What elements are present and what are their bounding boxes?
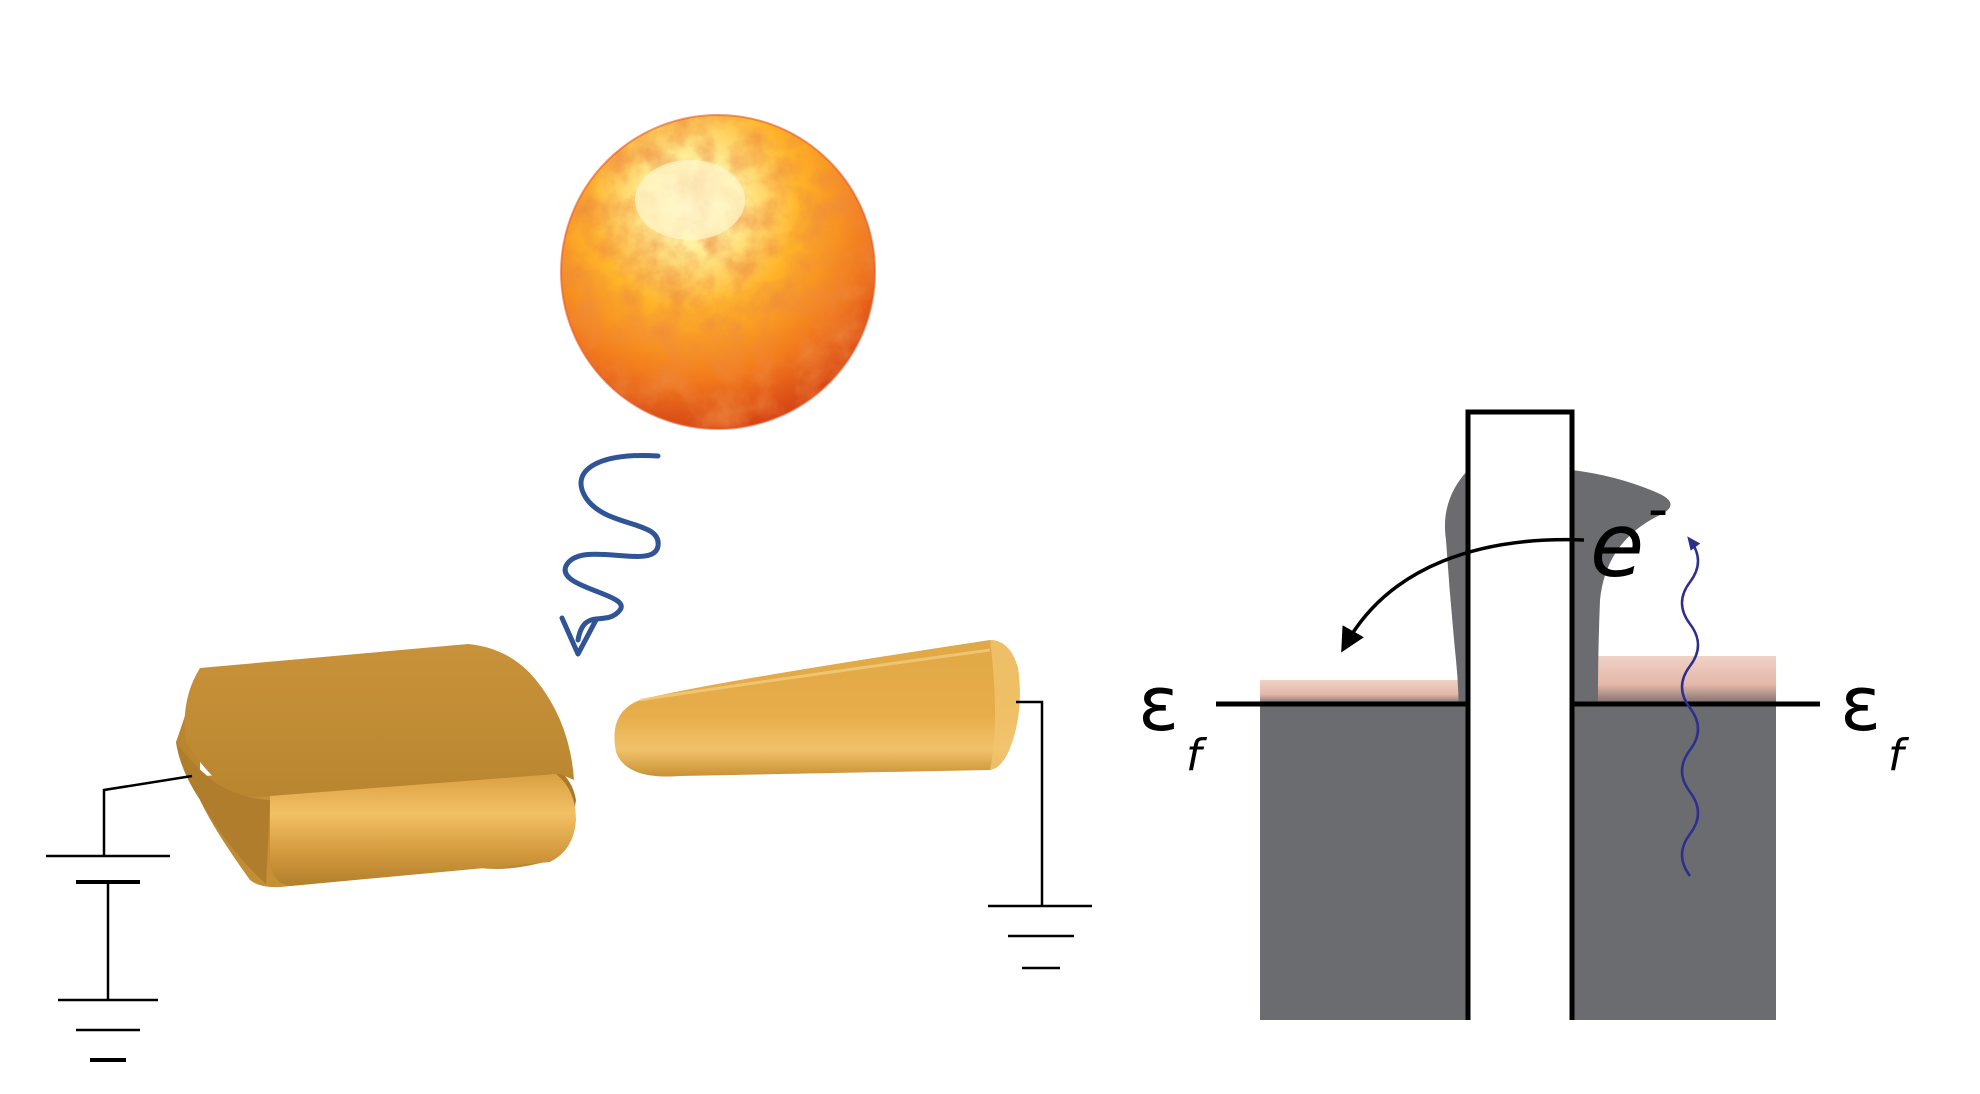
filled-states-left	[1260, 704, 1468, 1020]
right-panel: ε f ε f e -	[1138, 409, 1910, 1020]
wavy-arrow-icon	[1680, 536, 1701, 877]
left-electrode	[176, 644, 576, 888]
electron-label: e	[1590, 494, 1644, 597]
left-panel	[46, 114, 1092, 1062]
dos-lobe-left	[1440, 470, 1468, 928]
fermi-label-right-sub: f	[1888, 730, 1910, 781]
fermi-band-left	[1260, 680, 1468, 704]
fermi-label-left-sub: f	[1186, 730, 1208, 781]
ground-symbol-icon	[988, 904, 1092, 970]
fermi-label-right: ε	[1840, 659, 1881, 748]
battery-symbol-icon	[46, 854, 170, 1000]
ground-symbol-icon	[58, 998, 158, 1062]
tunneling-arrow	[1341, 537, 1585, 653]
tunnel-barrier-outline	[1465, 409, 1575, 1020]
tunnel-barrier	[1468, 412, 1572, 1020]
wavy-arrow-icon	[559, 452, 661, 657]
electron-label-sup: -	[1648, 477, 1668, 542]
tip-electrode	[614, 640, 1020, 777]
right-circuit	[988, 700, 1092, 970]
fermi-label-left: ε	[1138, 659, 1179, 748]
fermi-band-right	[1572, 656, 1776, 704]
left-circuit	[46, 774, 193, 1062]
dos-lobe-right	[1572, 470, 1672, 928]
sun-icon	[560, 114, 876, 430]
